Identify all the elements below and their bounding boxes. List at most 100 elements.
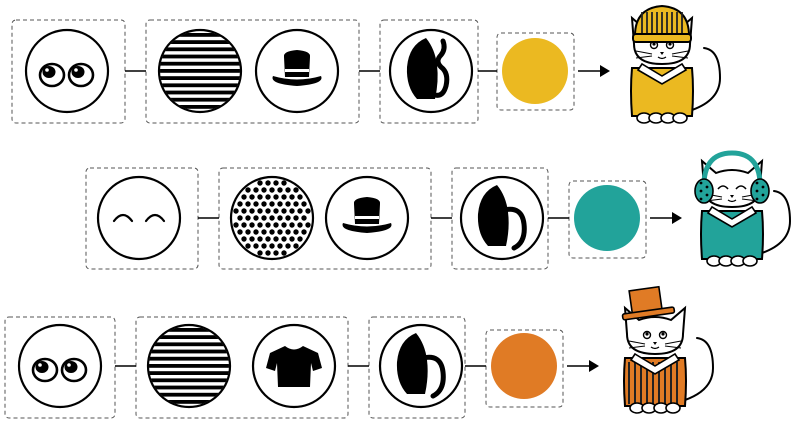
pattern-icon xyxy=(231,177,313,259)
hat-icon xyxy=(326,177,408,259)
cat-pupil-left xyxy=(645,332,648,335)
dot-4 xyxy=(245,187,250,192)
pupil-highlight-1 xyxy=(74,68,78,72)
dot-21 xyxy=(253,201,258,206)
dot-47 xyxy=(233,222,238,227)
result-cat xyxy=(622,287,713,413)
dot-1 xyxy=(265,180,270,185)
pupil-highlight-0 xyxy=(45,68,49,72)
dot-23 xyxy=(269,201,274,206)
earmuff-dot xyxy=(700,190,703,193)
stripe-6 xyxy=(158,76,242,80)
eyes-outline xyxy=(19,325,101,407)
dot-10 xyxy=(293,187,298,192)
dot-13 xyxy=(257,194,262,199)
result-cat xyxy=(631,6,720,123)
dot-30 xyxy=(249,208,254,213)
dot-5 xyxy=(253,187,258,192)
dot-84 xyxy=(281,250,286,255)
dot-7 xyxy=(269,187,274,192)
dot-82 xyxy=(265,250,270,255)
color-swatch xyxy=(502,38,568,104)
dot-48 xyxy=(241,222,246,227)
pupil-1 xyxy=(72,66,85,78)
dot-27 xyxy=(301,201,306,206)
tail-icon xyxy=(390,30,472,112)
hat-band xyxy=(285,69,309,72)
dot-2 xyxy=(273,180,278,185)
stripe-7 xyxy=(158,83,242,87)
dot-26 xyxy=(293,201,298,206)
dot-81 xyxy=(257,250,262,255)
dot-32 xyxy=(265,208,270,213)
tail-icon xyxy=(461,177,543,259)
eyes-outline xyxy=(26,30,108,112)
pattern-icon xyxy=(147,325,231,407)
beanie-band xyxy=(633,34,691,42)
dot-75 xyxy=(253,243,258,248)
stripe-5 xyxy=(158,69,242,73)
stripe-8 xyxy=(147,386,231,390)
dot-17 xyxy=(289,194,294,199)
stripe-3 xyxy=(158,55,242,59)
earmuff-0 xyxy=(695,179,713,203)
pupil-1 xyxy=(65,361,78,373)
stripe-3 xyxy=(147,350,231,354)
dot-57 xyxy=(237,229,242,234)
hat-crown xyxy=(354,197,380,224)
dot-37 xyxy=(305,208,310,213)
result-cat xyxy=(695,153,790,266)
stripe-10 xyxy=(147,400,231,404)
dot-43 xyxy=(277,215,282,220)
earmuff-dot xyxy=(700,198,703,201)
result-arrow-head xyxy=(589,360,599,372)
dot-34 xyxy=(281,208,286,213)
cat-pupil-right xyxy=(661,332,664,335)
dot-9 xyxy=(285,187,290,192)
dot-19 xyxy=(237,201,242,206)
hat-band xyxy=(355,216,379,219)
dot-74 xyxy=(245,243,250,248)
dot-31 xyxy=(257,208,262,213)
stripe-5 xyxy=(147,364,231,368)
pupil-highlight-1 xyxy=(67,363,71,367)
earmuff-dot xyxy=(700,182,703,185)
stripe-0 xyxy=(147,328,231,332)
result-arrow-head xyxy=(672,212,682,224)
stripe-2 xyxy=(158,47,242,51)
color-swatch xyxy=(574,185,640,251)
dot-50 xyxy=(257,222,262,227)
row-1 xyxy=(12,6,720,123)
dot-41 xyxy=(261,215,266,220)
stripe-4 xyxy=(147,357,231,361)
dot-69 xyxy=(265,236,270,241)
hat-icon xyxy=(256,30,338,112)
cat-paw-3 xyxy=(666,403,680,413)
dot-76 xyxy=(261,243,266,248)
dot-29 xyxy=(241,208,246,213)
eyes-outline xyxy=(98,177,180,259)
dot-12 xyxy=(249,194,254,199)
stripe-0 xyxy=(158,33,242,37)
earmuff-dot xyxy=(756,198,759,201)
stripe-6 xyxy=(147,371,231,375)
dot-59 xyxy=(253,229,258,234)
dot-70 xyxy=(273,236,278,241)
dot-16 xyxy=(281,194,286,199)
earmuff-dot xyxy=(762,186,765,189)
dot-46 xyxy=(301,215,306,220)
dot-8 xyxy=(277,187,282,192)
dot-61 xyxy=(269,229,274,234)
cat-tail xyxy=(685,338,713,400)
dot-79 xyxy=(285,243,290,248)
dot-58 xyxy=(245,229,250,234)
color-swatch xyxy=(491,333,557,399)
pupil-0 xyxy=(43,66,56,78)
dot-65 xyxy=(301,229,306,234)
dot-78 xyxy=(277,243,282,248)
dot-80 xyxy=(293,243,298,248)
dot-67 xyxy=(249,236,254,241)
dot-28 xyxy=(233,208,238,213)
dot-51 xyxy=(265,222,270,227)
